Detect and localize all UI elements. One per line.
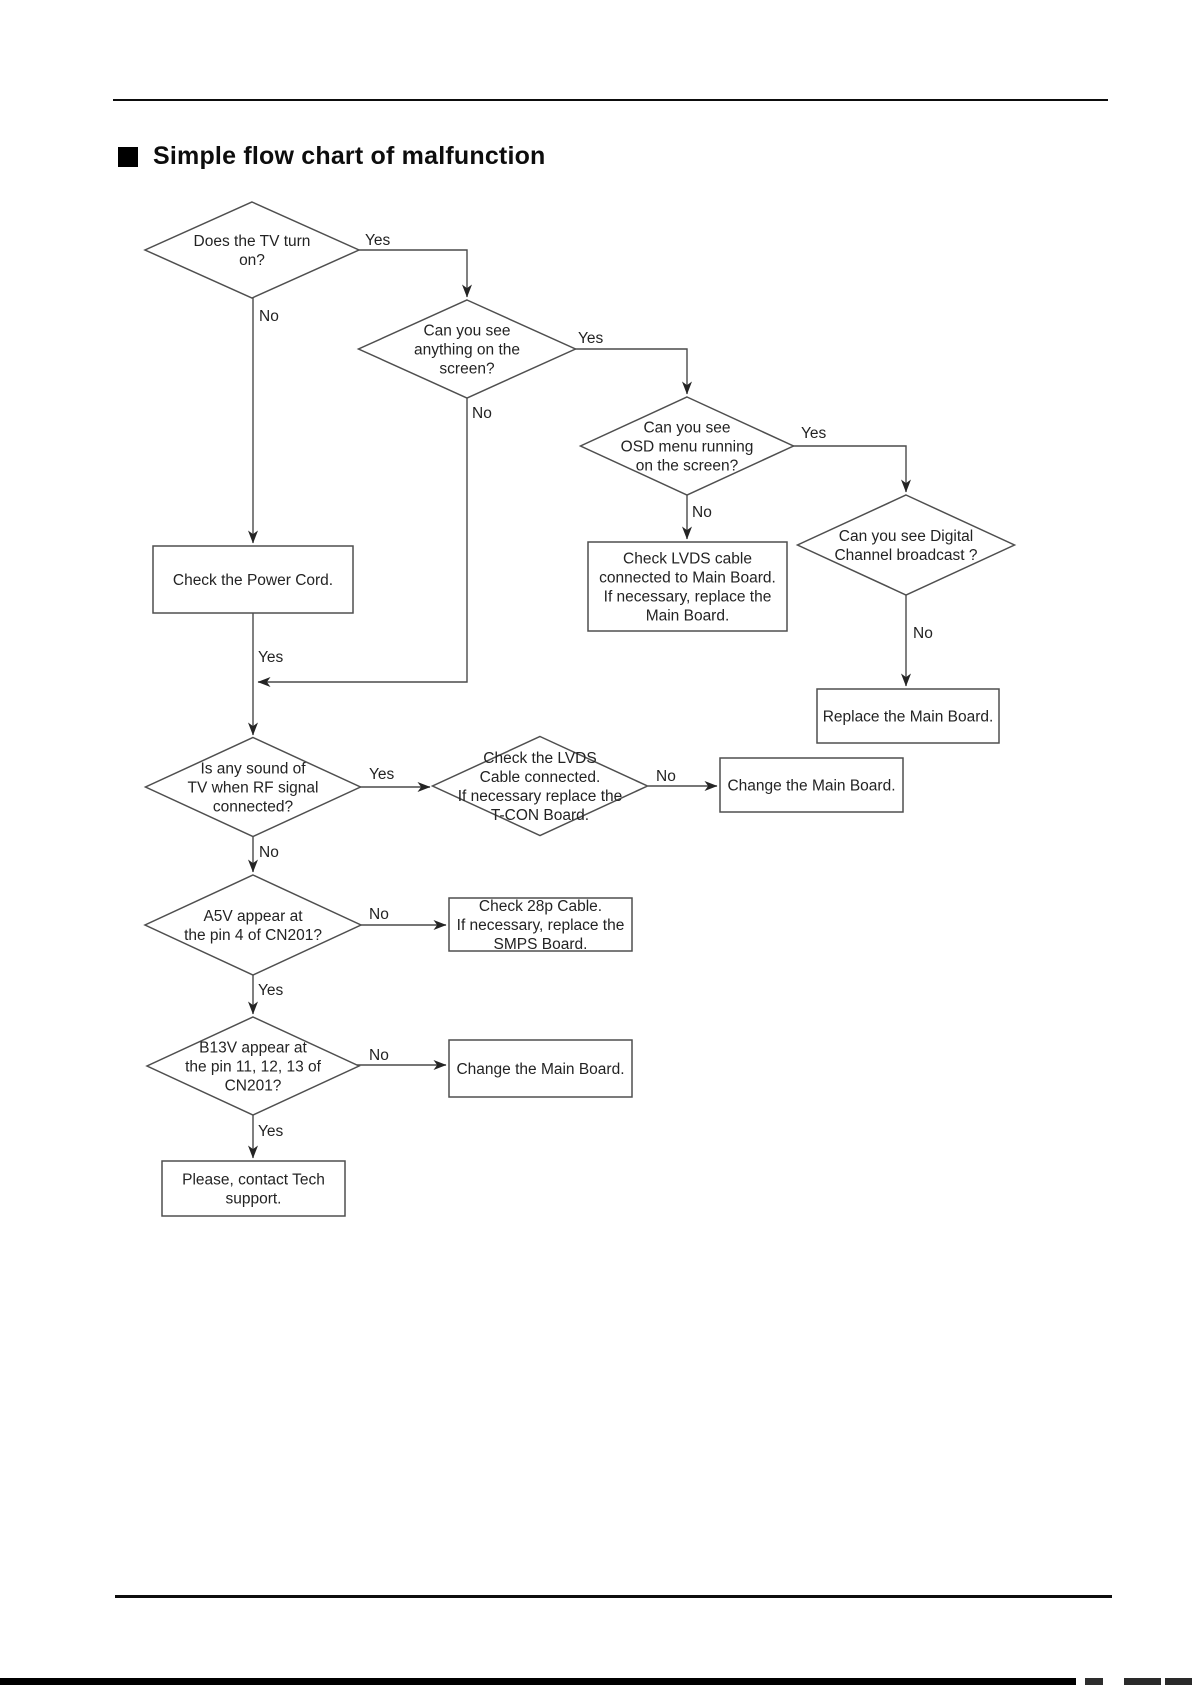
process-check-power-cord (152, 545, 354, 614)
decision-b13v-cn201 (145, 1016, 361, 1116)
decision-tv-turn-on (143, 201, 361, 299)
process-change-main-board-2-label: Change the Main Board. (456, 1061, 624, 1078)
edge-label-screen-yes: Yes (578, 330, 604, 347)
process-change-main-board-2 (448, 1039, 633, 1098)
black-square-bullet-icon (118, 146, 138, 167)
footer-bar-segment-2 (1085, 1678, 1103, 1685)
edge-tv-on-yes (359, 249, 472, 298)
decision-osd-menu (578, 396, 796, 496)
section-title: Simple flow chart of malfunction (118, 142, 546, 171)
decision-digital-channel (795, 494, 1017, 596)
edge-osd-yes (793, 445, 911, 493)
decision-screen-anything (356, 299, 578, 399)
top-divider (113, 99, 1108, 101)
edge-label-power-cord-yes: Yes (258, 649, 284, 666)
process-change-main-board-1 (719, 757, 904, 813)
edge-label-digital-no: No (913, 625, 933, 642)
process-replace-main-board (816, 688, 1000, 744)
bottom-divider (115, 1595, 1112, 1598)
process-change-main-board-1-label: Change the Main Board. (727, 778, 895, 795)
edge-label-a5v-yes: Yes (258, 982, 284, 999)
footer-bar-segment-3 (1124, 1678, 1161, 1685)
edge-label-tcon-no: No (656, 768, 676, 785)
edge-screen-no-merge (257, 398, 468, 687)
edge-label-sound-no: No (259, 844, 279, 861)
footer-bar-segment-1 (0, 1678, 1076, 1685)
decision-sound-rf (143, 736, 363, 838)
process-replace-main-board-label: Replace the Main Board. (823, 709, 994, 726)
edge-label-osd-yes: Yes (801, 425, 827, 442)
edge-label-tv-on-yes: Yes (365, 232, 391, 249)
edge-label-screen-no-merge: No (472, 405, 492, 422)
decision-a5v-cn201 (143, 874, 363, 976)
edge-label-b13v-no: No (369, 1047, 389, 1064)
page-title: Simple flow chart of malfunction (153, 142, 546, 170)
edge-label-b13v-yes: Yes (258, 1123, 284, 1140)
edge-screen-yes (575, 348, 692, 395)
process-check-28p-smps (448, 897, 633, 952)
process-contact-tech-support (161, 1160, 346, 1217)
footer-bar-segment-4 (1165, 1678, 1192, 1685)
process-check-power-cord-label: Check the Power Cord. (173, 572, 333, 589)
process-check-lvds-main-board (587, 541, 788, 632)
edge-label-a5v-no: No (369, 906, 389, 923)
decision-lvds-tcon (430, 735, 650, 837)
process-check-28p-smps-label: Check 28p Cable.If necessary, replace th… (457, 898, 625, 953)
edge-label-tv-on-no: No (259, 308, 279, 325)
edge-label-sound-yes: Yes (369, 766, 395, 783)
edge-label-osd-no: No (692, 504, 712, 521)
